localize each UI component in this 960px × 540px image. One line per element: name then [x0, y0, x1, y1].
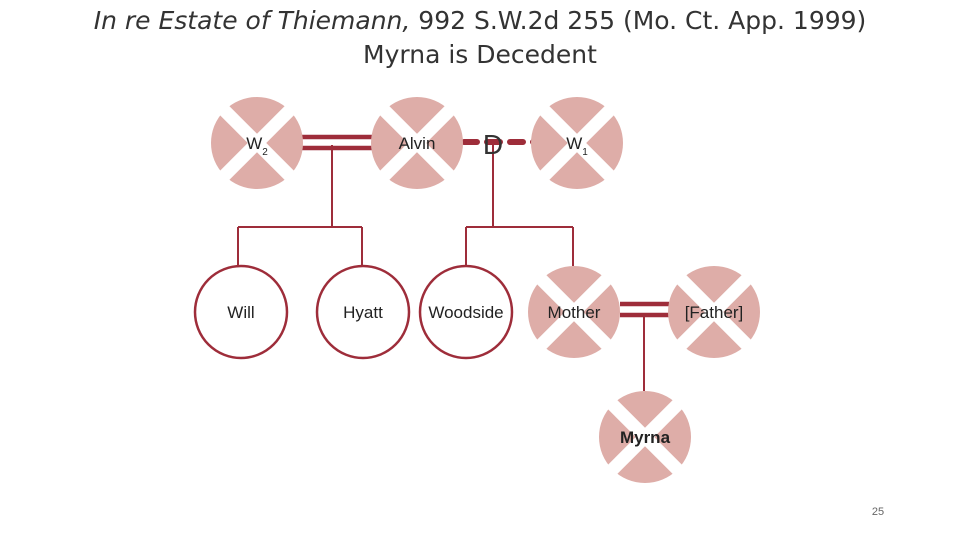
marriage-w2-alvin: [302, 134, 374, 151]
person-w2: W2: [211, 97, 303, 189]
slide-number: 25: [871, 506, 885, 518]
person-mother: Mother: [528, 266, 620, 358]
person-mother-label: Mother: [548, 303, 601, 322]
deceased-cross-mark: [536, 102, 618, 184]
person-alvin-label: Alvin: [399, 134, 436, 153]
person-w1-subscript: 1: [582, 147, 588, 158]
person-woodside-circle: [418, 264, 514, 360]
person-will-circle: [193, 264, 289, 360]
person-alvin: Alvin: [371, 97, 463, 189]
person-w2-subscript: 2: [262, 147, 268, 158]
person-myrna: Myrna: [599, 391, 691, 483]
divorce-marker: D: [483, 129, 503, 160]
deceased-cross-mark: [673, 271, 755, 353]
person-father: [Father]: [668, 266, 760, 358]
person-w1: W1: [531, 97, 623, 189]
person-father-label: [Father]: [685, 303, 744, 322]
case-citation: 992 S.W.2d 255 (Mo. Ct. App. 1999): [418, 6, 867, 35]
deceased-cross-mark: [533, 271, 615, 353]
person-woodside: Woodside: [418, 264, 514, 360]
person-woodside-label: Woodside: [428, 303, 503, 322]
case-name: In re Estate of Thiemann,: [93, 6, 411, 35]
person-hyatt-circle: [315, 264, 411, 360]
person-hyatt: Hyatt: [315, 264, 411, 360]
deceased-cross-mark: [604, 396, 686, 478]
connector-lines: [237, 145, 645, 391]
person-myrna-label: Myrna: [620, 428, 671, 447]
deceased-cross-mark: [216, 102, 298, 184]
marriage-mother-father: [620, 301, 669, 318]
title-line-1: In re Estate of Thiemann, 992 S.W.2d 255…: [0, 4, 960, 38]
person-hyatt-label: Hyatt: [343, 303, 383, 322]
title-subtitle: Myrna is Decedent: [363, 40, 597, 69]
person-will: Will: [193, 264, 289, 360]
slide-title: In re Estate of Thiemann, 992 S.W.2d 255…: [0, 4, 960, 72]
deceased-cross-mark: [376, 102, 458, 184]
person-will-label: Will: [227, 303, 254, 322]
